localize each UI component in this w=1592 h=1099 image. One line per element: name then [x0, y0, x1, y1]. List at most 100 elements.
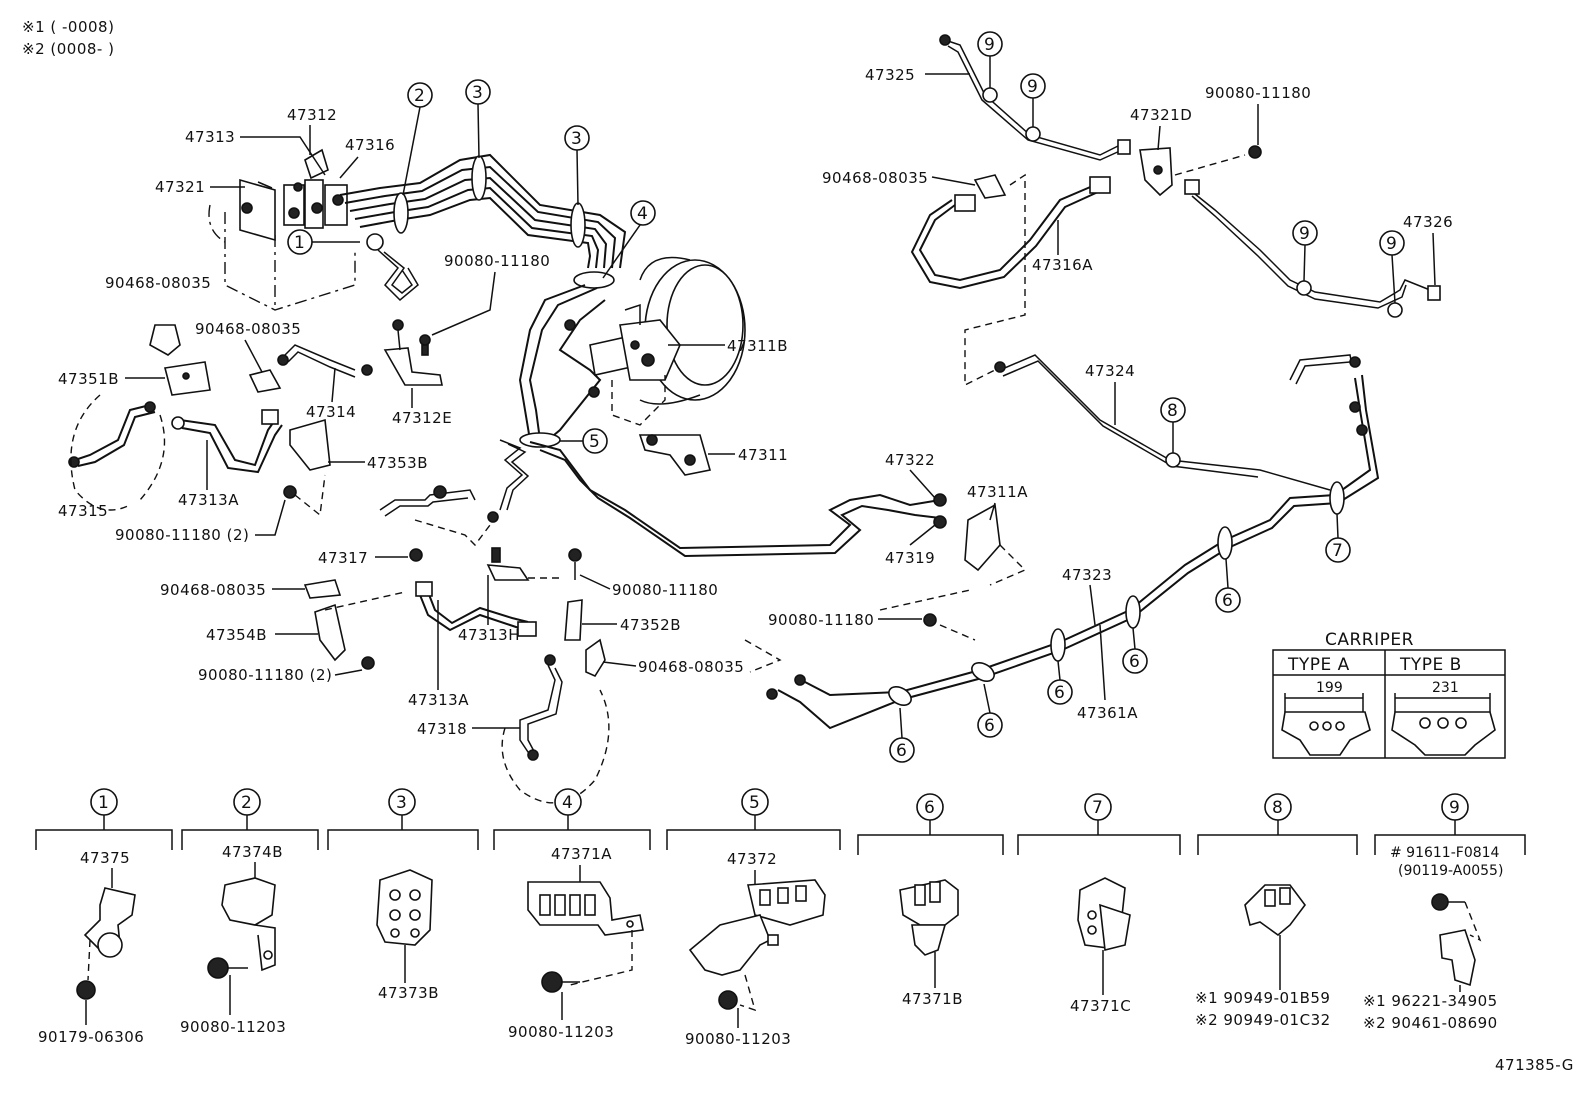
label-90468-08035-e: 90468-08035	[822, 169, 928, 187]
svg-text:6: 6	[896, 741, 907, 761]
svg-text:9: 9	[1299, 224, 1310, 244]
part-47371C: 47371C	[1070, 997, 1131, 1015]
svg-text:8: 8	[1167, 401, 1178, 421]
svg-text:3: 3	[571, 129, 582, 149]
label-47312: 47312	[287, 106, 337, 124]
label-90080-11180-2-a: 90080-11180 (2)	[115, 526, 249, 544]
label-47361A: 47361A	[1077, 704, 1138, 722]
svg-text:6: 6	[1054, 683, 1065, 703]
label-90080-11180-c: 90080-11180	[768, 611, 874, 629]
label-47313H: 47313H	[458, 626, 520, 644]
rear-brake-pipe-run	[744, 374, 1380, 730]
part-90461-08690: ※2 90461-08690	[1363, 1014, 1498, 1032]
label-47312E: 47312E	[392, 409, 452, 427]
label-47321: 47321	[155, 178, 205, 196]
brake-booster	[564, 256, 746, 476]
svg-text:5: 5	[589, 432, 600, 452]
svg-text:9: 9	[1449, 798, 1460, 818]
note-2: ※2 (0008- )	[22, 40, 114, 58]
svg-text:1: 1	[98, 793, 109, 813]
label-47311B: 47311B	[727, 337, 788, 355]
svg-text:8: 8	[1272, 798, 1283, 818]
master-cylinder-assembly	[208, 148, 356, 311]
caliper-title: CARRIPER	[1325, 630, 1414, 650]
label-47317: 47317	[318, 549, 368, 567]
label-47311A: 47311A	[967, 483, 1028, 501]
proportioning-valve-parts	[879, 493, 1027, 641]
label-90080-11180-b: 90080-11180	[612, 581, 718, 599]
label-47313: 47313	[185, 128, 235, 146]
part-47375: 47375	[80, 849, 130, 867]
label-47318: 47318	[417, 720, 467, 738]
svg-text:6: 6	[1222, 591, 1233, 611]
svg-text:6: 6	[924, 798, 935, 818]
label-47316A: 47316A	[1032, 256, 1093, 274]
part-90949-01B59: ※1 90949-01B59	[1195, 989, 1330, 1007]
part-90179-06306: 90179-06306	[38, 1028, 144, 1046]
caliper-type-inset: CARRIPER TYPE A TYPE B 199 231	[1272, 630, 1506, 759]
part-90080-11203-g2: 90080-11203	[180, 1018, 286, 1036]
label-90468-08035-c: 90468-08035	[160, 581, 266, 599]
label-47316: 47316	[345, 136, 395, 154]
label-47352B: 47352B	[620, 616, 681, 634]
label-47324: 47324	[1085, 362, 1135, 380]
label-47351B: 47351B	[58, 370, 119, 388]
label-47326: 47326	[1403, 213, 1453, 231]
svg-text:7: 7	[1332, 541, 1343, 561]
caliper-type-a: TYPE A	[1287, 655, 1350, 675]
svg-text:9: 9	[984, 35, 995, 55]
bottom-clamp-catalog: 1 2 3 4 5 6 7 8 9 47375 90179-06306 4737…	[35, 788, 1526, 1048]
part-47373B: 47373B	[378, 984, 439, 1002]
part-47371B: 47371B	[902, 990, 963, 1008]
label-90468-08035-a: 90468-08035	[105, 274, 211, 292]
svg-text:4: 4	[562, 793, 573, 813]
svg-text:7: 7	[1092, 798, 1103, 818]
svg-text:2: 2	[414, 86, 425, 106]
rear-brake-upper-parts	[910, 34, 1441, 491]
label-47313A-a: 47313A	[178, 491, 239, 509]
label-90080-11180-2-b: 90080-11180 (2)	[198, 666, 332, 684]
caliper-dim-b: 231	[1432, 680, 1459, 696]
part-47374B: 47374B	[222, 843, 283, 861]
label-47353B: 47353B	[367, 454, 428, 472]
caliper-dim-a: 199	[1316, 680, 1343, 696]
brake-pipe-vertical-run	[499, 284, 941, 558]
label-47311: 47311	[738, 446, 788, 464]
label-47325: 47325	[865, 66, 915, 84]
part-96221-34905: ※1 96221-34905	[1363, 992, 1498, 1010]
svg-text:3: 3	[472, 83, 483, 103]
label-90080-11180-d: 90080-11180	[1205, 84, 1311, 102]
svg-text:9: 9	[1386, 234, 1397, 254]
svg-text:3: 3	[396, 793, 407, 813]
center-rear-brake-parts	[303, 485, 610, 804]
part-90080-11203-g4: 90080-11203	[508, 1023, 614, 1041]
svg-text:4: 4	[637, 204, 648, 224]
left-front-brake-parts	[68, 319, 443, 517]
svg-text:2: 2	[241, 793, 252, 813]
svg-text:1: 1	[294, 233, 305, 253]
part-90949-01C32: ※2 90949-01C32	[1195, 1011, 1331, 1029]
part-91611-F0814: # 91611-F0814	[1390, 845, 1500, 861]
label-47313A-b: 47313A	[408, 691, 469, 709]
label-47321D: 47321D	[1130, 106, 1192, 124]
svg-text:9: 9	[1027, 77, 1038, 97]
label-47354B: 47354B	[206, 626, 267, 644]
brake-pipe-bundle-upper	[339, 153, 627, 302]
caliper-type-b: TYPE B	[1399, 655, 1462, 675]
svg-text:6: 6	[984, 716, 995, 736]
label-47315: 47315	[58, 502, 108, 520]
part-47371A: 47371A	[551, 845, 612, 863]
label-90468-08035-d: 90468-08035	[638, 658, 744, 676]
svg-text:5: 5	[749, 793, 760, 813]
svg-text:6: 6	[1129, 652, 1140, 672]
label-90468-08035-b: 90468-08035	[195, 320, 301, 338]
label-47314: 47314	[306, 403, 356, 421]
drawing-code: 471385-G	[1495, 1056, 1574, 1074]
callout-markers: 1 2 3 3 4 5 9 9 9 9 8 7 6 6 6 6 6	[287, 31, 1405, 763]
note-1: ※1 ( -0008)	[22, 18, 114, 36]
label-47323: 47323	[1062, 566, 1112, 584]
part-90119-A0055: (90119-A0055)	[1398, 863, 1503, 879]
label-47322: 47322	[885, 451, 935, 469]
label-47319: 47319	[885, 549, 935, 567]
